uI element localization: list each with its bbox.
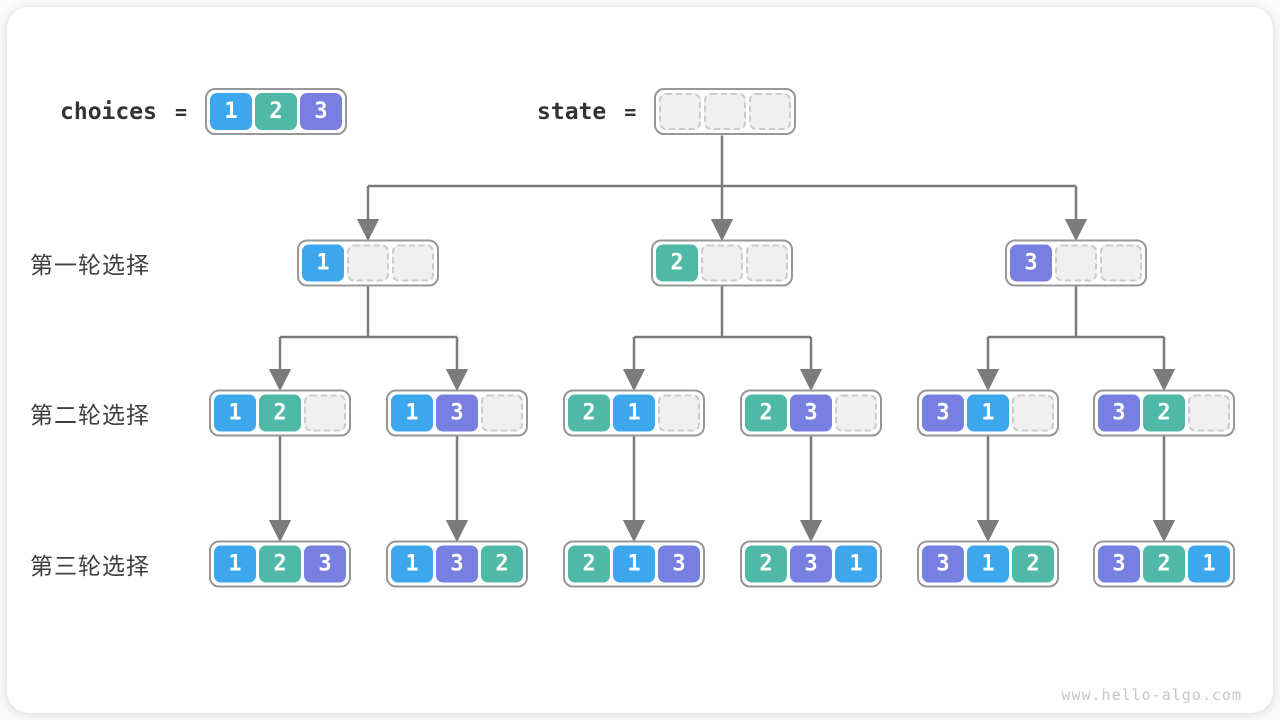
diagram-card bbox=[7, 7, 1273, 713]
